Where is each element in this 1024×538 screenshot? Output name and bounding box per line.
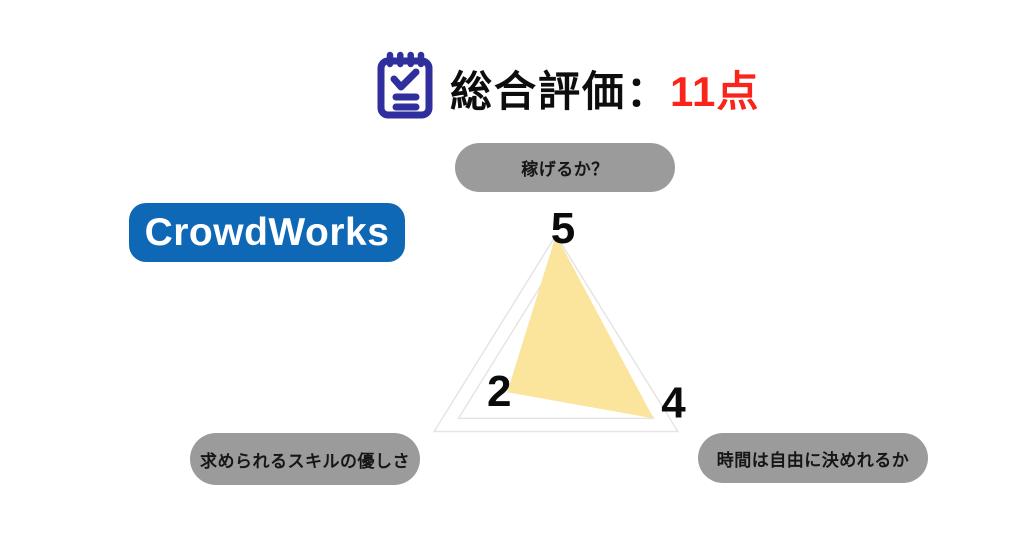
- axis-label-skill-ease: 求められるスキルの優しさ: [190, 433, 420, 485]
- radar-value-label-bottom-right: 4: [661, 378, 686, 427]
- list-lines-icon: [392, 93, 420, 111]
- checkmark-icon: [390, 68, 420, 91]
- axis-label-time-freedom: 時間は自由に決めれるか: [698, 433, 928, 483]
- radar-grid-level-5: [432, 233, 680, 433]
- spiral-rings-icon: [386, 51, 425, 68]
- clipboard-check-icon: [377, 51, 433, 119]
- crowdworks-logo: CrowdWorks: [129, 203, 405, 262]
- axis-label-earning: 稼げるか？: [455, 143, 675, 192]
- radar-value-label-top: 5: [551, 204, 575, 253]
- radar-data-area: [507, 235, 654, 419]
- title-prefix: 総合評価：: [450, 68, 671, 115]
- score-value: 11点: [670, 68, 760, 115]
- page-title: 総合評価：11点: [450, 58, 759, 119]
- radar-value-label-bottom-left: 2: [487, 367, 511, 416]
